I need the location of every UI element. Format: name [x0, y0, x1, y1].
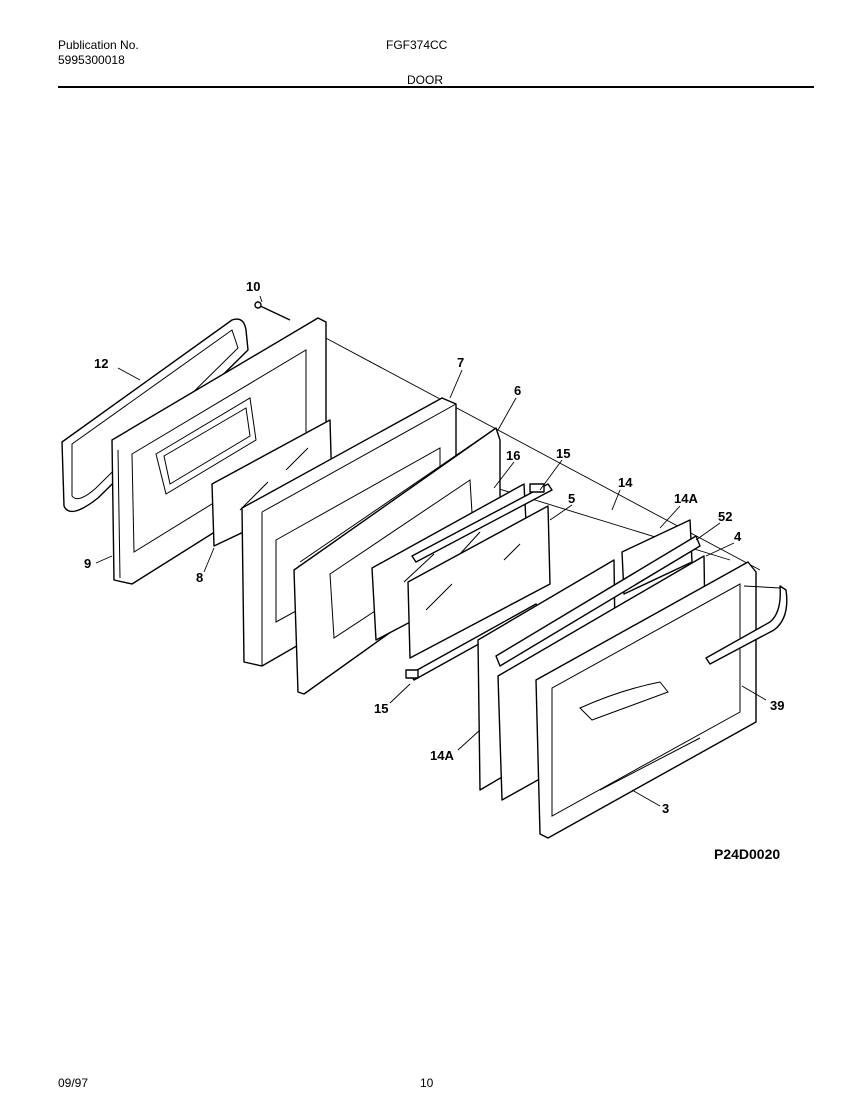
- callout-9: 9: [84, 556, 91, 571]
- callout-15-upper: 15: [556, 446, 570, 461]
- glass-channel-upper: [411, 483, 553, 563]
- publication-label: Publication No.: [58, 38, 139, 52]
- callout-7: 7: [457, 355, 464, 370]
- outer-glass: [407, 505, 551, 659]
- footer-date: 09/97: [58, 1076, 89, 1090]
- footer-page-number: 10: [420, 1076, 434, 1090]
- callout-14: 14: [618, 475, 633, 490]
- model-number: FGF374CC: [386, 38, 448, 52]
- callout-52: 52: [718, 509, 732, 524]
- callout-5: 5: [568, 491, 575, 506]
- callout-12: 12: [94, 356, 108, 371]
- section-title: DOOR: [407, 73, 443, 87]
- callout-10: 10: [246, 279, 260, 294]
- callout-3: 3: [662, 801, 669, 816]
- door-strip: [495, 535, 701, 667]
- diagram-code: P24D0020: [714, 846, 781, 862]
- door-handle: [705, 585, 788, 665]
- callout-14a-upper: 14A: [674, 491, 698, 506]
- outer-door-frame: [535, 561, 757, 839]
- callout-39: 39: [770, 698, 784, 713]
- callout-16: 16: [506, 448, 520, 463]
- callout-6: 6: [514, 383, 521, 398]
- callout-15-lower: 15: [374, 701, 388, 716]
- screw: [254, 301, 291, 321]
- callout-8: 8: [196, 570, 203, 585]
- header-rule: [58, 86, 814, 88]
- publication-number: 5995300018: [58, 53, 125, 67]
- callout-14a-lower: 14A: [430, 748, 454, 763]
- callout-4: 4: [734, 529, 742, 544]
